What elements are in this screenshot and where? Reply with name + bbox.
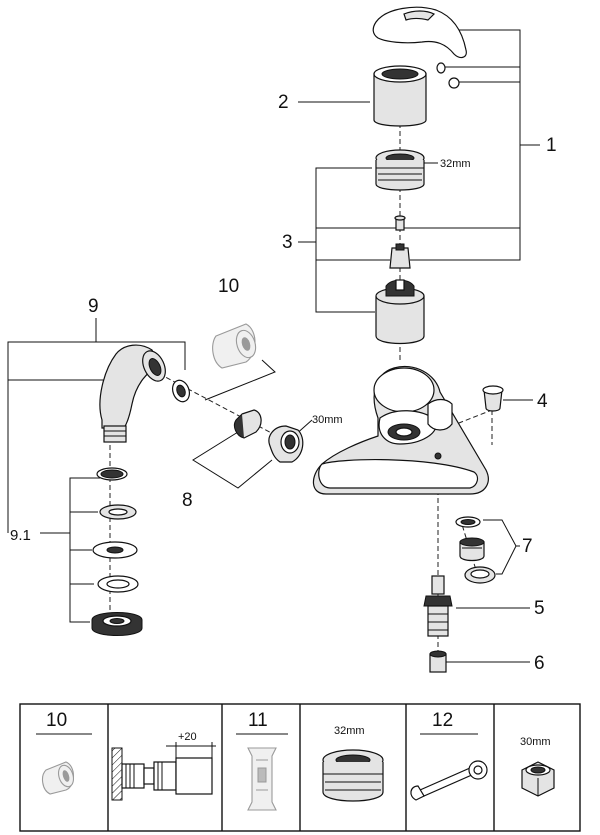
callout-10: 10 [218, 276, 239, 297]
cartridge-nut-part [375, 149, 425, 191]
legend-union-nut-dimension: 30mm [520, 736, 551, 748]
plug-cap-part [482, 385, 504, 412]
union-nut-dimension: 30mm [312, 414, 343, 426]
legend-union-nut-icon [521, 761, 555, 797]
accessory-legend-table: 10 +20 11 [19, 703, 581, 832]
callout-4: 4 [537, 391, 548, 412]
diverter-cap-part [429, 650, 447, 673]
legend-adapter-icon [41, 761, 75, 795]
legend-cartridge-icon [247, 747, 277, 811]
legend-wrench-icon [410, 760, 488, 801]
callout-3: 3 [282, 232, 293, 253]
cartridge-adapter-part [389, 243, 411, 269]
ceramic-cartridge-part [375, 279, 425, 345]
callout-5: 5 [534, 598, 545, 619]
legend-extension-dimension: +20 [178, 731, 197, 743]
mixer-body-part [312, 365, 489, 495]
diverter-part [423, 575, 453, 637]
union-nut-part [268, 425, 304, 463]
legend-label-10: 10 [46, 710, 67, 731]
callout-8: 8 [182, 490, 193, 511]
washer-stack-part [91, 467, 143, 636]
callout-9-1: 9.1 [10, 527, 31, 544]
handle-lever-part [372, 6, 467, 89]
sieve-ring-part [464, 566, 496, 584]
cover-sleeve-part [373, 65, 427, 127]
cartridge-nut-dimension: 32mm [440, 158, 471, 170]
legend-cartridge-nut-icon [322, 749, 384, 802]
callout-7: 7 [522, 536, 533, 557]
legend-label-12: 12 [432, 710, 453, 731]
leader-lines [7, 29, 540, 663]
sieve-part [459, 537, 485, 562]
callout-9: 9 [88, 296, 99, 317]
callout-6: 6 [534, 653, 545, 674]
legend-extension-drawing [111, 742, 216, 801]
union-adapter-part [233, 409, 262, 439]
cartridge-screw-part [394, 215, 406, 231]
extension-adapter-part [212, 323, 257, 369]
seal-ring-part [455, 516, 481, 528]
legend-label-11: 11 [248, 710, 268, 731]
callout-labels: 1 2 3 4 5 6 7 8 9 9.1 10 32mm 30mm [10, 92, 557, 674]
callout-2: 2 [278, 92, 289, 113]
legend-nut-dimension: 32mm [334, 725, 365, 737]
hose-elbow-part [99, 344, 191, 443]
callout-1: 1 [546, 135, 557, 156]
